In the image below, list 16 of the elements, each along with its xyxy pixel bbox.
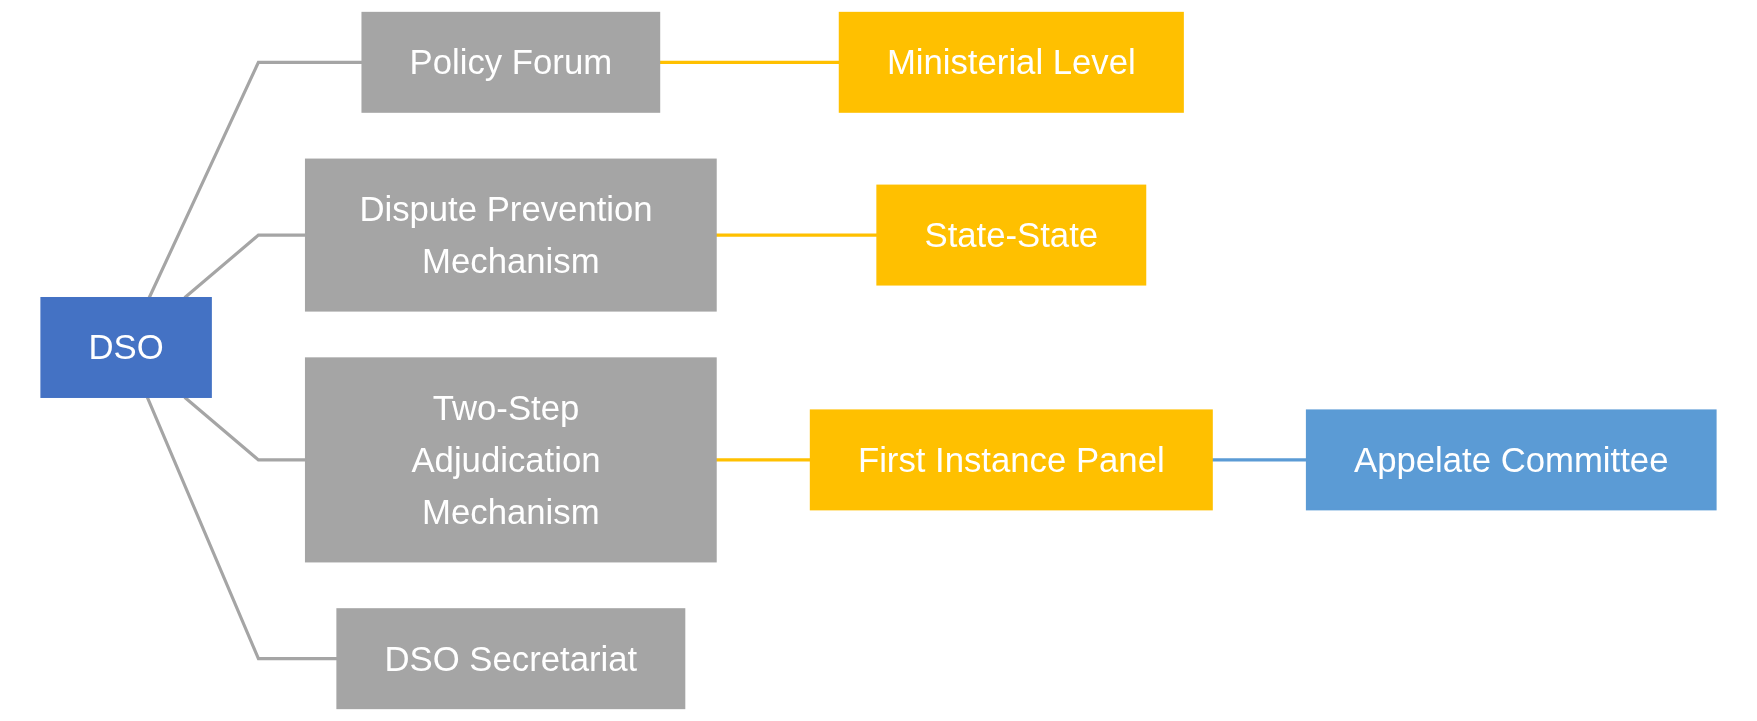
connector	[147, 60, 363, 299]
node-box: DSO	[40, 297, 212, 398]
node-box: Appelate Committee	[1305, 409, 1717, 511]
connector	[145, 396, 338, 661]
node-box: State-State	[876, 184, 1147, 286]
connector	[183, 233, 306, 299]
connector	[715, 233, 878, 237]
node-box: Dispute Prevention Mechanism	[304, 158, 717, 312]
node-box: Ministerial Level	[838, 11, 1184, 113]
node-box: DSO Secretariat	[336, 608, 686, 710]
connector	[659, 60, 840, 64]
node-box: Two-Step Adjudication Mechanism	[304, 357, 717, 563]
connector	[715, 458, 811, 462]
connector	[1212, 458, 1307, 462]
node-box: First Instance Panel	[809, 409, 1213, 511]
node-box: Policy Forum	[361, 11, 661, 113]
